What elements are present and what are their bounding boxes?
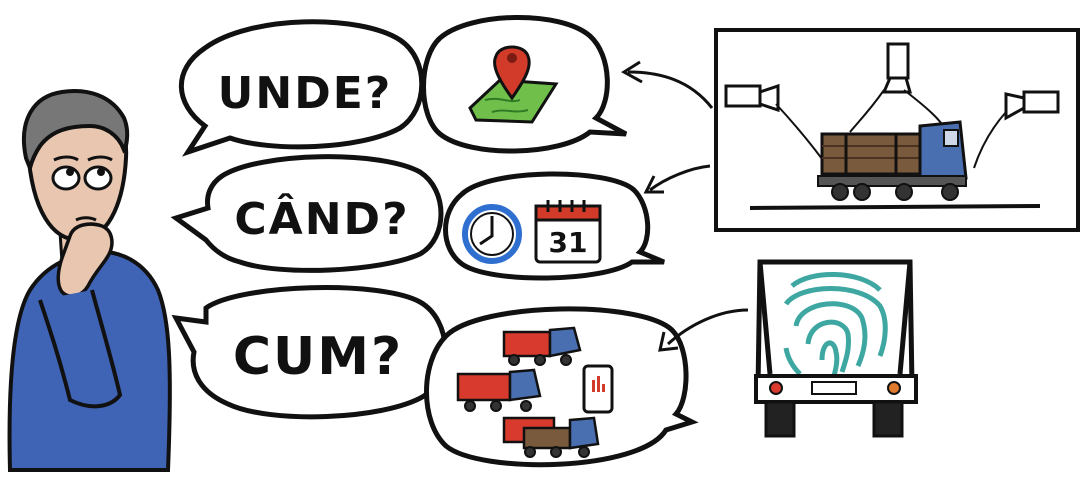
bubble-answer-when: 31 <box>446 174 665 278</box>
camera-surveillance-scene <box>716 30 1078 230</box>
camera-surveillance-icon <box>884 44 910 92</box>
bubble-when: CÂND? <box>176 157 441 271</box>
question-how: CUM? <box>233 327 403 387</box>
bubble-where: UNDE? <box>181 22 421 152</box>
truck-icon <box>458 370 540 411</box>
calendar-day: 31 <box>549 226 588 259</box>
thinking-person <box>10 91 170 470</box>
question-where: UNDE? <box>218 68 393 119</box>
phone-icon <box>584 366 612 412</box>
bubble-answer-where <box>424 17 627 151</box>
question-when: CÂND? <box>234 192 409 245</box>
fingerprint-truck <box>756 262 916 436</box>
camera-surveillance-icon <box>726 86 778 110</box>
arrow-to-when <box>650 166 710 190</box>
arrow-to-where <box>628 72 712 108</box>
truck-icon <box>504 328 580 365</box>
bubble-how: CUM? <box>176 288 445 417</box>
clock-icon <box>465 207 519 261</box>
bubble-answer-how <box>427 309 693 465</box>
calendar-icon: 31 <box>536 200 600 262</box>
